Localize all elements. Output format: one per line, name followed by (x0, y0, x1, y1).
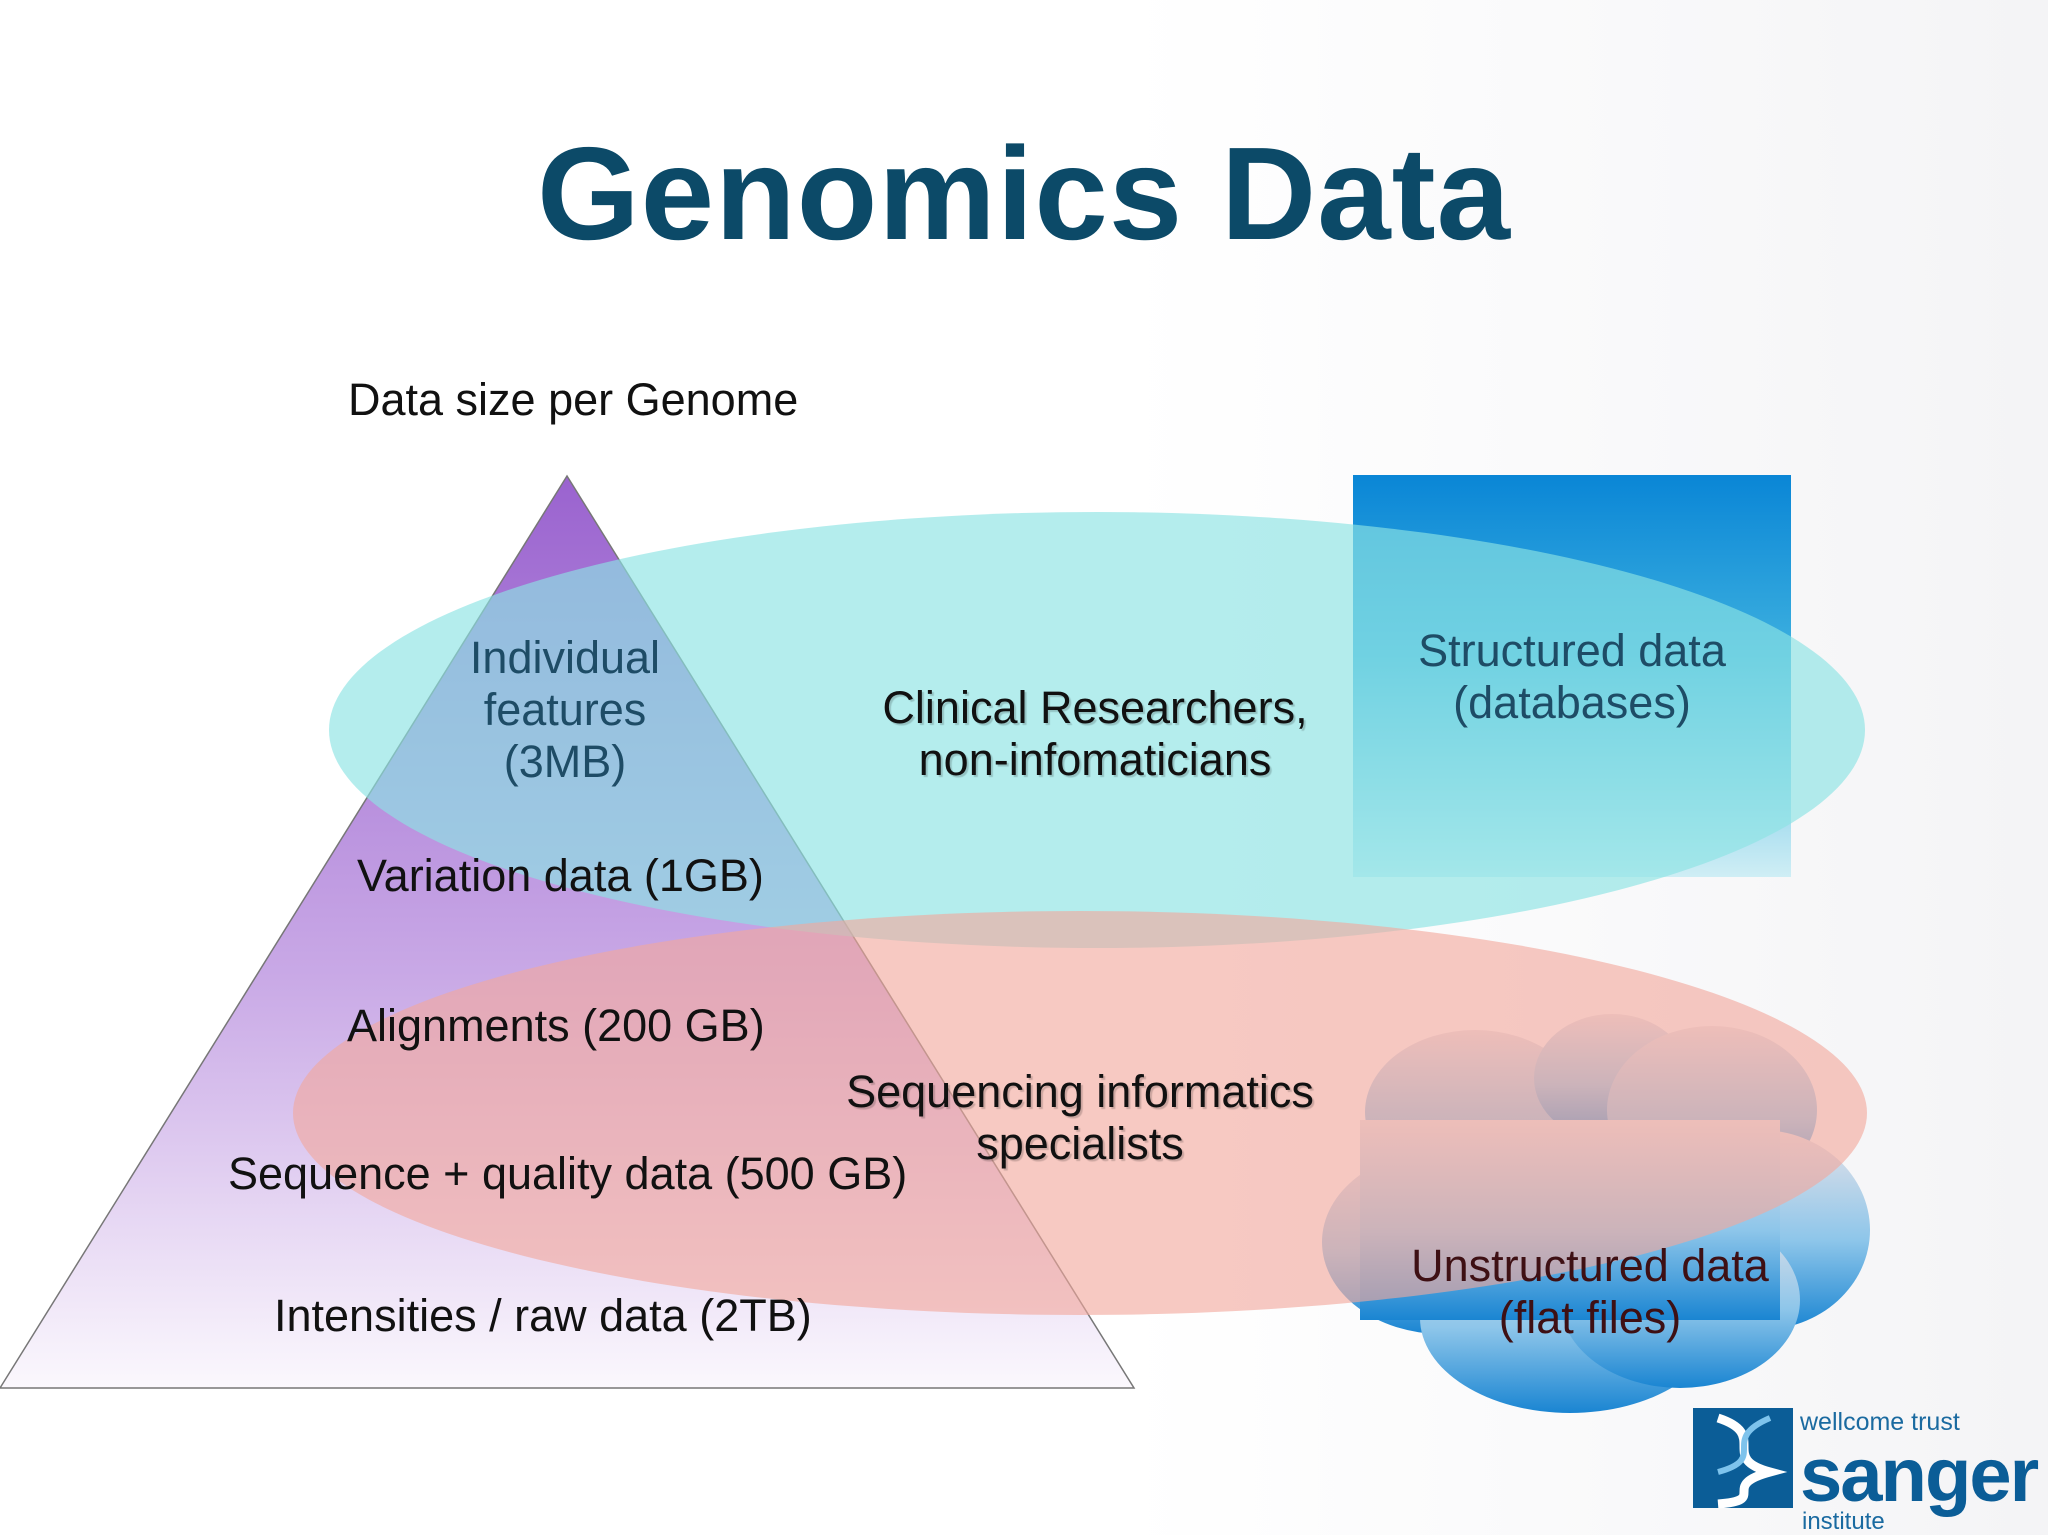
pyramid-level-intensities: Intensities / raw data (2TB) (274, 1290, 812, 1341)
clinical-researchers-ellipse (329, 512, 1865, 948)
pyramid-level-individual-features: Individual features (3MB) (469, 632, 661, 787)
logo-sanger: sanger (1800, 1433, 2039, 1518)
pyramid-level-sequence-quality: Sequence + quality data (500 GB) (228, 1148, 908, 1199)
logo-institute: institute (1802, 1508, 1885, 1535)
informatics-specialists-label: Sequencing informatics specialists (846, 1066, 1314, 1169)
pyramid-level-variation: Variation data (1GB) (357, 850, 764, 901)
pyramid-level-alignments: Alignments (200 GB) (347, 1000, 765, 1051)
clinical-researchers-label: Clinical Researchers, non-infomaticians (882, 682, 1308, 785)
pyramid-heading: Data size per Genome (348, 374, 799, 425)
unstructured-data-label: Unstructured data (flat files) (1411, 1240, 1769, 1343)
logo-wellcome-trust: wellcome trust (1800, 1408, 1960, 1436)
structured-data-label: Structured data (databases) (1418, 625, 1726, 728)
slide-title: Genomics Data (537, 120, 1511, 267)
sanger-logo-mark (1693, 1408, 1793, 1509)
informatics-specialists-ellipse (293, 911, 1867, 1315)
